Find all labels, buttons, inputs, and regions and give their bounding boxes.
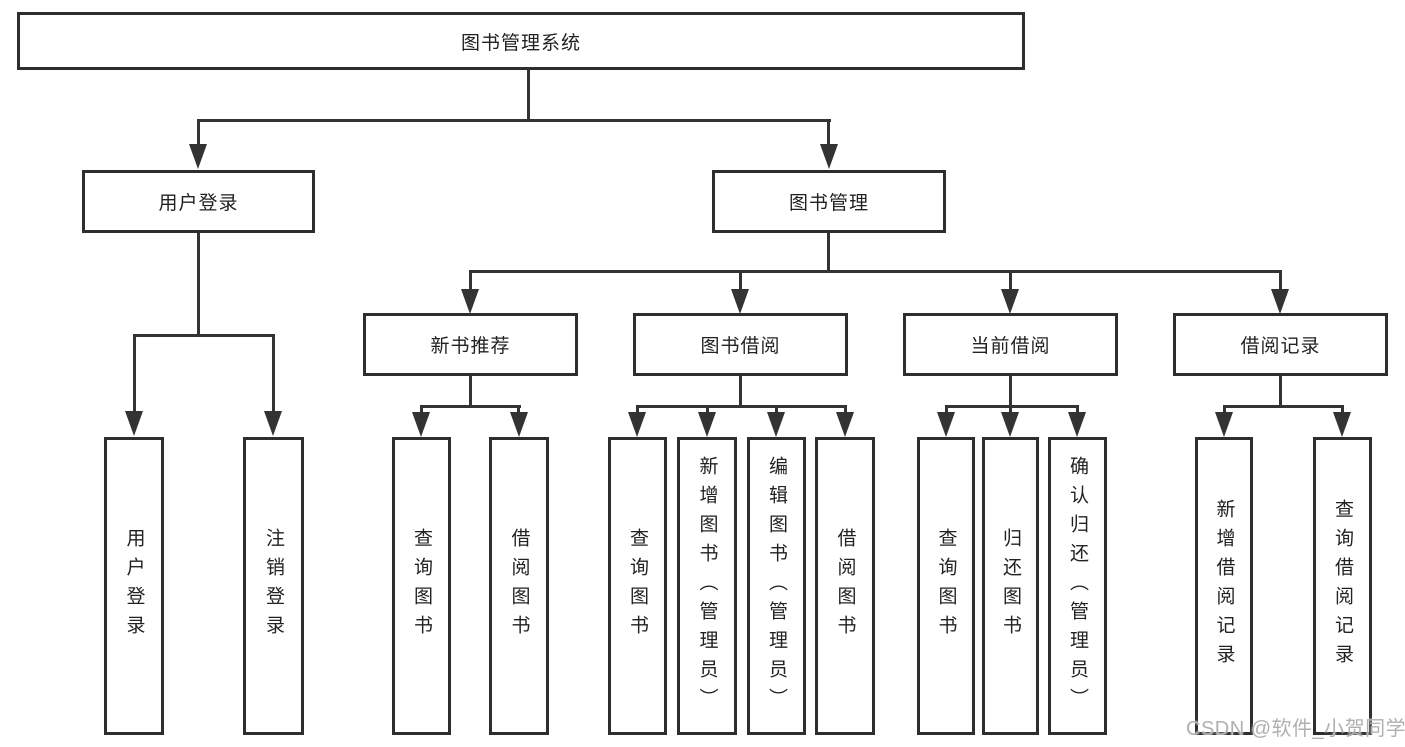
- node-borrow-records: 借阅记录: [1173, 313, 1388, 376]
- connector-stem: [469, 376, 472, 407]
- arrow-down-icon: [1271, 289, 1289, 314]
- connector-stem: [636, 405, 639, 417]
- connector-branch-line: [945, 405, 1079, 408]
- connector-stem: [527, 69, 530, 121]
- node-new-book-recommend: 新书推荐: [363, 313, 578, 376]
- leaf-query-borrow-record: 查询借阅记录: [1313, 437, 1372, 735]
- leaf-add-book-admin: 新增图书（管理员）: [677, 437, 737, 735]
- arrow-down-icon: [461, 289, 479, 314]
- connector-stem: [420, 405, 423, 417]
- arrow-down-icon: [836, 412, 854, 437]
- arrow-down-icon: [1001, 289, 1019, 314]
- arrow-down-icon: [731, 289, 749, 314]
- node-book-management: 图书管理: [712, 170, 946, 233]
- node-book-borrow: 图书借阅: [633, 313, 848, 376]
- connector-stem: [1076, 405, 1079, 417]
- leaf-query-book-2: 查询图书: [608, 437, 667, 735]
- connector-stem: [739, 270, 742, 294]
- leaf-add-borrow-record: 新增借阅记录: [1195, 437, 1253, 735]
- connector-branch-line: [636, 405, 847, 408]
- connector-stem: [1009, 405, 1012, 417]
- connector-branch-line: [1223, 405, 1344, 408]
- leaf-borrow-book-2: 借阅图书: [815, 437, 875, 735]
- connector-stem: [1279, 270, 1282, 294]
- leaf-return-book: 归还图书: [982, 437, 1039, 735]
- arrow-down-icon: [698, 412, 716, 437]
- arrow-down-icon: [820, 144, 838, 169]
- node-user-login: 用户登录: [82, 170, 315, 233]
- leaf-user-login: 用户登录: [104, 437, 164, 735]
- watermark: CSDN @软件_小贺同学: [1186, 718, 1405, 740]
- connector-stem: [517, 405, 520, 417]
- arrow-down-icon: [125, 411, 143, 436]
- connector-branch-line: [133, 334, 275, 337]
- connector-stem: [827, 233, 830, 272]
- connector-branch-line: [197, 119, 831, 122]
- arrow-down-icon: [264, 411, 282, 436]
- leaf-query-book-1: 查询图书: [392, 437, 451, 735]
- arrow-down-icon: [1215, 412, 1233, 437]
- connector-stem: [197, 233, 200, 336]
- arrow-down-icon: [1333, 412, 1351, 437]
- connector-branch-line: [469, 270, 1282, 273]
- connector-stem: [1009, 376, 1012, 407]
- arrow-down-icon: [767, 412, 785, 437]
- connector-stem: [945, 405, 948, 417]
- connector-stem: [1223, 405, 1226, 417]
- arrow-down-icon: [1001, 412, 1019, 437]
- arrow-down-icon: [412, 412, 430, 437]
- connector-stem: [133, 334, 136, 414]
- connector-stem: [844, 405, 847, 417]
- connector-stem: [775, 405, 778, 417]
- leaf-edit-book-admin: 编辑图书（管理员）: [747, 437, 806, 735]
- connector-stem: [469, 270, 472, 294]
- node-current-borrow: 当前借阅: [903, 313, 1118, 376]
- leaf-borrow-book-1: 借阅图书: [489, 437, 549, 735]
- connector-stem: [827, 119, 830, 149]
- leaf-confirm-return-admin: 确认归还（管理员）: [1048, 437, 1107, 735]
- connector-stem: [739, 376, 742, 407]
- connector-stem: [706, 405, 709, 417]
- arrow-down-icon: [510, 412, 528, 437]
- arrow-down-icon: [1068, 412, 1086, 437]
- node-library-management-system: 图书管理系统: [17, 12, 1025, 70]
- connector-stem: [1279, 376, 1282, 407]
- arrow-down-icon: [628, 412, 646, 437]
- connector-stem: [1009, 270, 1012, 294]
- leaf-query-book-3: 查询图书: [917, 437, 975, 735]
- leaf-logout: 注销登录: [243, 437, 304, 735]
- arrow-down-icon: [937, 412, 955, 437]
- connector-stem: [1341, 405, 1344, 417]
- connector-branch-line: [420, 405, 521, 408]
- arrow-down-icon: [189, 144, 207, 169]
- connector-stem: [272, 334, 275, 414]
- connector-stem: [197, 119, 200, 149]
